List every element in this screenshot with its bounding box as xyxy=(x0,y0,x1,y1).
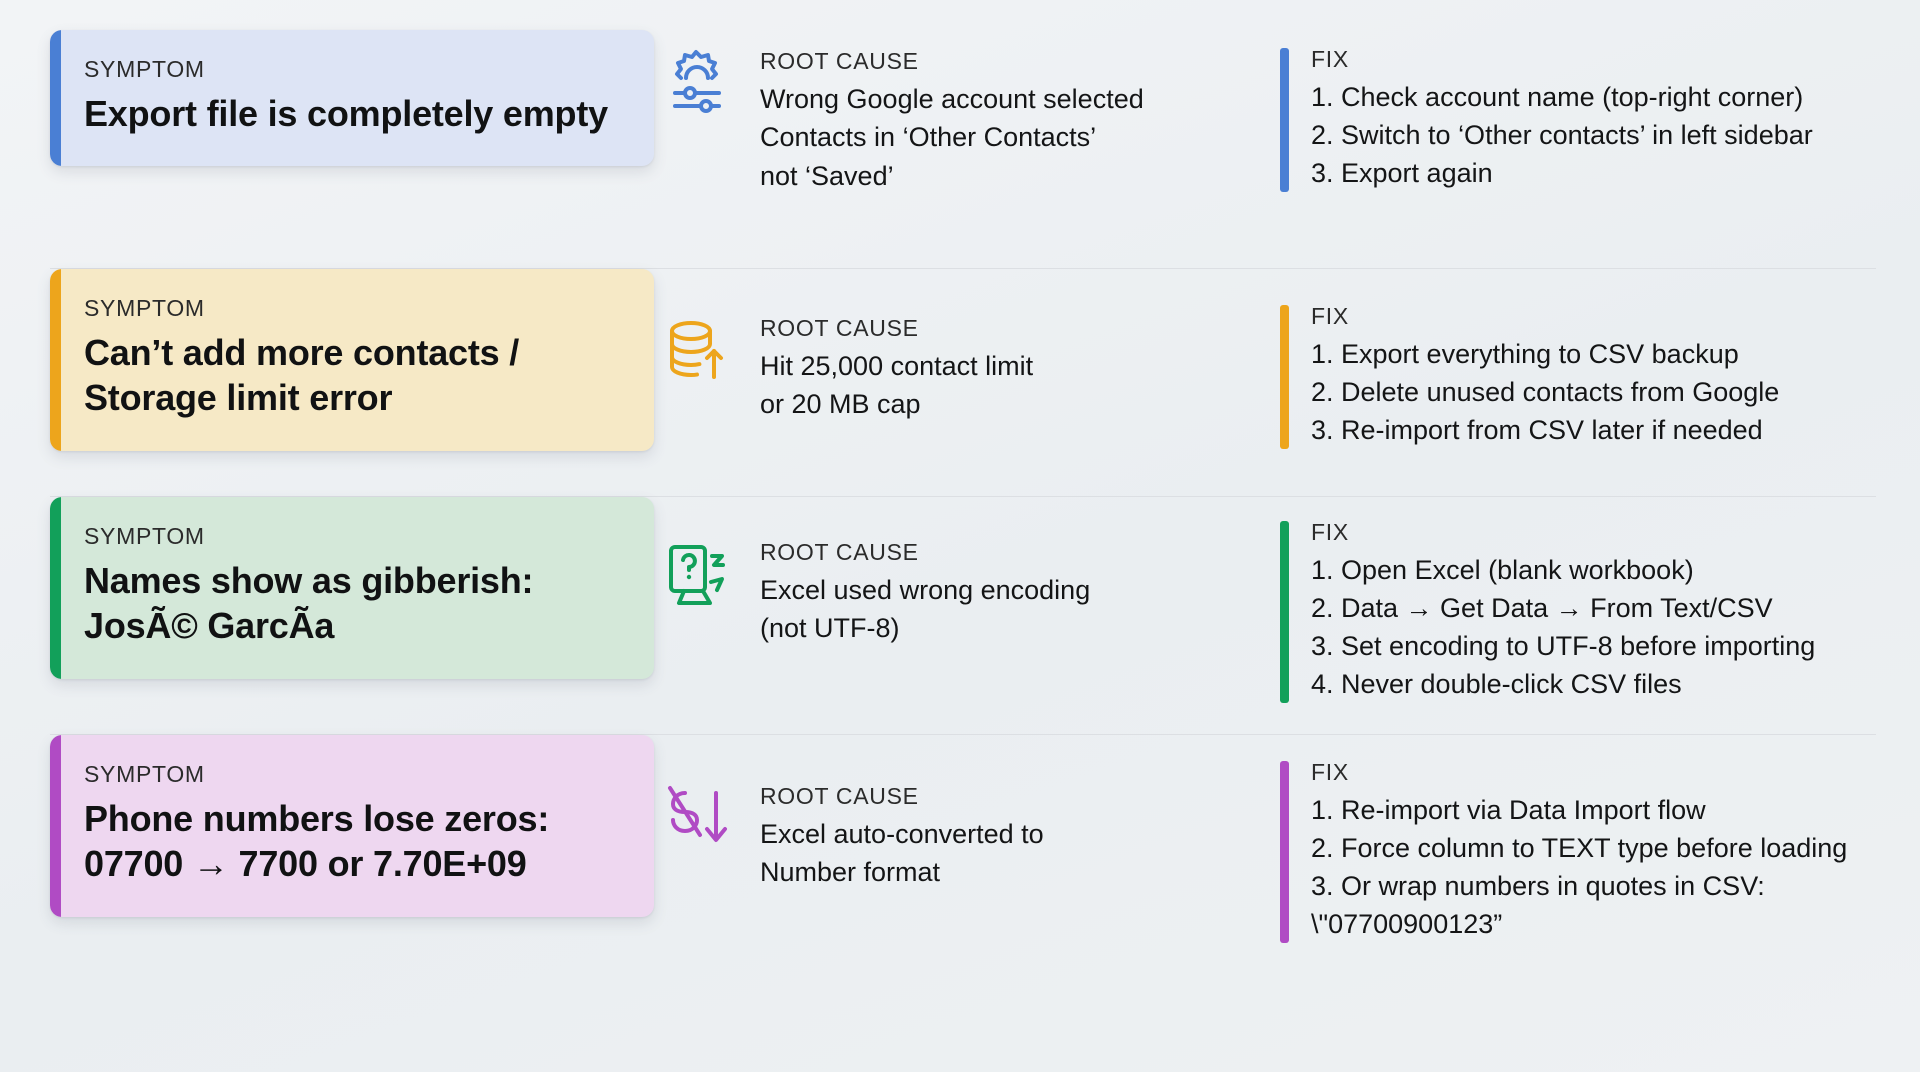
fix-step: 2. Delete unused contacts from Google xyxy=(1311,377,1780,408)
fix-step: 2. Force column to TEXT type before load… xyxy=(1311,833,1848,864)
symptom-card: SYMPTOM Export file is completely empty xyxy=(50,30,654,167)
settings-gear-sliders-icon xyxy=(660,46,734,120)
root-cause-text: Wrong Google account selected Contacts i… xyxy=(760,84,1144,191)
symptom-card: SYMPTOM Phone numbers lose zeros: 07700 … xyxy=(50,735,654,917)
symptom-title: Phone numbers lose zeros: 07700 → 7700 o… xyxy=(84,798,550,885)
table-row: SYMPTOM Can’t add more contacts / Storag… xyxy=(50,268,1876,496)
fix-step: 1. Open Excel (blank workbook) xyxy=(1311,555,1694,585)
fix-accent-bar xyxy=(1280,761,1289,944)
fix-column: FIX 1. Export everything to CSV backup 2… xyxy=(1280,269,1876,450)
fix-column: FIX 1. Open Excel (blank workbook) 2. Da… xyxy=(1280,497,1876,704)
root-cause-label: ROOT CAUSE xyxy=(760,315,919,341)
fix-label: FIX xyxy=(1311,303,1349,329)
fix-step: 4. Never double-click CSV files xyxy=(1311,669,1682,700)
fix-accent-bar xyxy=(1280,305,1289,450)
fix-step: 2. Data → Get Data → From Text/CSV xyxy=(1311,593,1773,624)
fix-body: FIX 1. Check account name (top-right cor… xyxy=(1311,46,1876,192)
root-cause-column: ROOT CAUSE Excel used wrong encoding (no… xyxy=(660,497,1280,648)
fix-column: FIX 1. Re-import via Data Import flow 2.… xyxy=(1280,735,1876,944)
table-row: SYMPTOM Export file is completely empty … xyxy=(50,30,1876,268)
symptom-label: SYMPTOM xyxy=(84,295,205,321)
fix-accent-bar xyxy=(1280,521,1289,704)
root-cause-body: ROOT CAUSE Wrong Google account selected… xyxy=(760,46,1144,195)
symptom-label: SYMPTOM xyxy=(84,761,205,787)
symptom-column: SYMPTOM Names show as gibberish: JosÃ© G… xyxy=(50,497,660,679)
table-row: SYMPTOM Phone numbers lose zeros: 07700 … xyxy=(50,734,1876,984)
symptom-card: SYMPTOM Can’t add more contacts / Storag… xyxy=(50,269,654,451)
fix-step: 3. Re-import from CSV later if needed xyxy=(1311,415,1763,446)
root-cause-body: ROOT CAUSE Excel used wrong encoding (no… xyxy=(760,537,1090,648)
fix-body: FIX 1. Export everything to CSV backup 2… xyxy=(1311,303,1876,449)
fix-step-list: 1. Export everything to CSV backup 2. De… xyxy=(1311,335,1876,449)
unknown-character-document-icon xyxy=(660,537,734,611)
root-cause-label: ROOT CAUSE xyxy=(760,783,919,809)
fix-step-list: 1. Re-import via Data Import flow 2. For… xyxy=(1311,791,1876,943)
card-accent-bar xyxy=(50,497,61,679)
symptom-label: SYMPTOM xyxy=(84,523,205,549)
symptom-title: Export file is completely empty xyxy=(84,93,608,134)
fix-step: 1. Export everything to CSV backup xyxy=(1311,339,1739,369)
symptom-label: SYMPTOM xyxy=(84,56,205,82)
root-cause-column: ROOT CAUSE Wrong Google account selected… xyxy=(660,30,1280,195)
symptom-column: SYMPTOM Phone numbers lose zeros: 07700 … xyxy=(50,735,660,917)
database-upload-icon xyxy=(660,313,734,387)
root-cause-label: ROOT CAUSE xyxy=(760,539,919,565)
card-accent-bar xyxy=(50,30,61,167)
fix-label: FIX xyxy=(1311,519,1349,545)
root-cause-column: ROOT CAUSE Hit 25,000 contact limit or 2… xyxy=(660,269,1280,424)
fix-step: 3. Set encoding to UTF-8 before importin… xyxy=(1311,631,1816,662)
root-cause-body: ROOT CAUSE Hit 25,000 contact limit or 2… xyxy=(760,313,1033,424)
fix-step-list: 1. Check account name (top-right corner)… xyxy=(1311,78,1876,192)
fix-body: FIX 1. Re-import via Data Import flow 2.… xyxy=(1311,759,1876,943)
root-cause-text: Hit 25,000 contact limit or 20 MB cap xyxy=(760,351,1034,420)
root-cause-text: Excel auto-converted to Number format xyxy=(760,819,1044,888)
root-cause-column: ROOT CAUSE Excel auto-converted to Numbe… xyxy=(660,735,1280,892)
root-cause-label: ROOT CAUSE xyxy=(760,48,919,74)
fix-step: 1. Re-import via Data Import flow xyxy=(1311,795,1706,825)
symptom-title: Can’t add more contacts / Storage limit … xyxy=(84,332,520,419)
fix-step: 3. Export again xyxy=(1311,158,1493,189)
card-accent-bar xyxy=(50,735,61,917)
symptom-column: SYMPTOM Can’t add more contacts / Storag… xyxy=(50,269,660,451)
root-cause-body: ROOT CAUSE Excel auto-converted to Numbe… xyxy=(760,781,1044,892)
fix-step: 1. Check account name (top-right corner) xyxy=(1311,82,1804,112)
card-accent-bar xyxy=(50,269,61,451)
fix-body: FIX 1. Open Excel (blank workbook) 2. Da… xyxy=(1311,519,1876,703)
fix-step-list: 1. Open Excel (blank workbook) 2. Data →… xyxy=(1311,551,1876,703)
symptom-card: SYMPTOM Names show as gibberish: JosÃ© G… xyxy=(50,497,654,679)
root-cause-text: Excel used wrong encoding (not UTF-8) xyxy=(760,575,1091,644)
symptom-column: SYMPTOM Export file is completely empty xyxy=(50,30,660,167)
table-row: SYMPTOM Names show as gibberish: JosÃ© G… xyxy=(50,496,1876,734)
symptom-title: Names show as gibberish: JosÃ© GarcÃ­a xyxy=(84,560,534,647)
number-conversion-down-arrow-icon xyxy=(660,781,734,855)
fix-label: FIX xyxy=(1311,46,1349,72)
fix-accent-bar xyxy=(1280,48,1289,193)
fix-step: 3. Or wrap numbers in quotes in CSV: \"0… xyxy=(1311,871,1765,940)
fix-step: 2. Switch to ‘Other contacts’ in left si… xyxy=(1311,120,1813,151)
fix-label: FIX xyxy=(1311,759,1349,785)
fix-column: FIX 1. Check account name (top-right cor… xyxy=(1280,30,1876,193)
